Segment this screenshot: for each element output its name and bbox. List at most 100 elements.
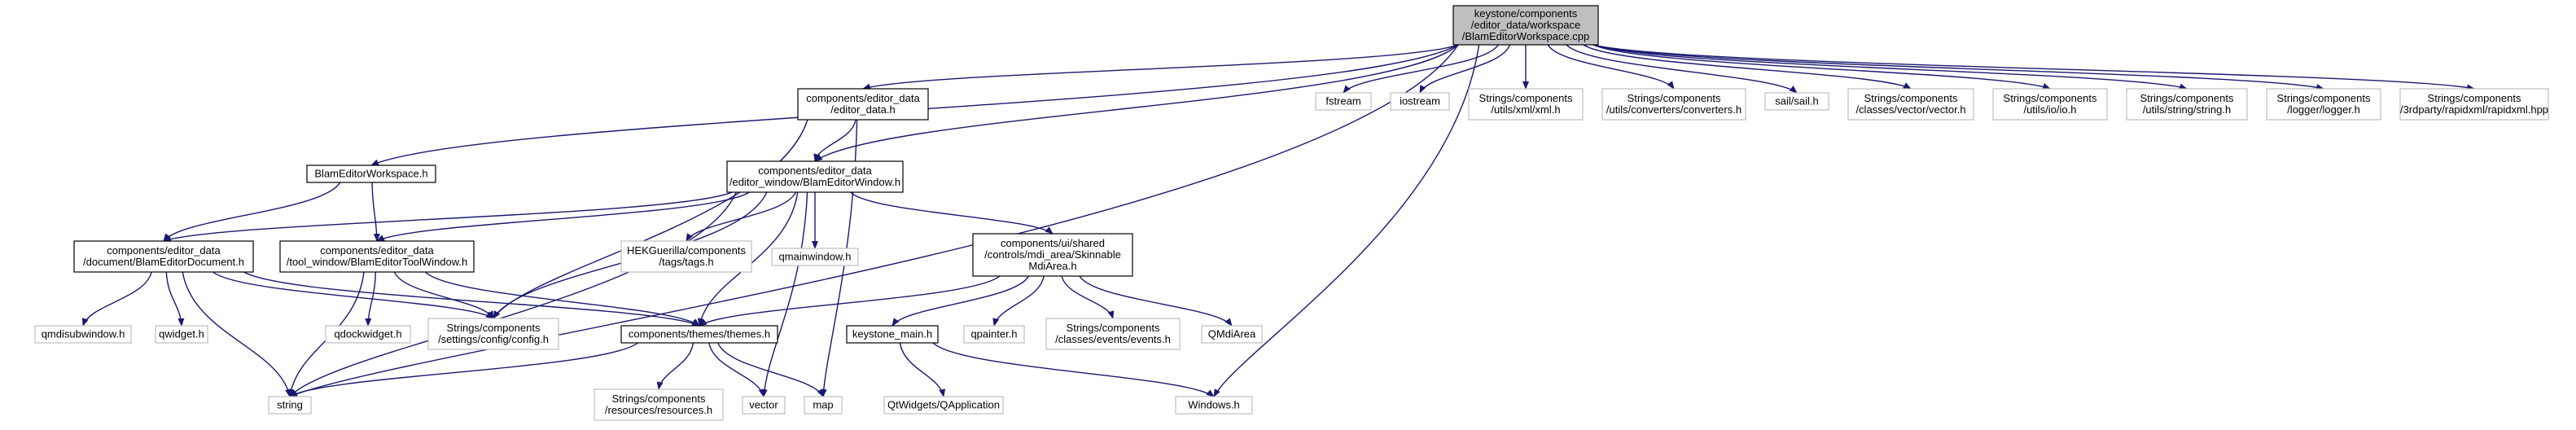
- node-editor_data[interactable]: components/editor_data/editor_data.h: [797, 88, 929, 121]
- node-tool_window[interactable]: components/editor_data/tool_window/BlamE…: [279, 240, 475, 273]
- edge-tool_window-to-config: [393, 271, 494, 319]
- node-string-label-line: string: [277, 399, 303, 411]
- node-qmdiarea-label-line: QMdiArea: [1208, 328, 1256, 340]
- node-string-box: [268, 396, 312, 415]
- node-vector-box: [742, 396, 786, 415]
- node-converters-label-line: Strings/components: [1628, 92, 1721, 104]
- node-iostream-label-line: iostream: [1400, 95, 1440, 108]
- node-qpainter: qpainter.h: [963, 325, 1025, 344]
- node-blam_workspace-label-line: BlamEditorWorkspace.h: [314, 168, 427, 180]
- node-qmdisubwindow: qmdisubwindow.h: [34, 325, 132, 344]
- node-themes[interactable]: components/themes/themes.h: [620, 325, 778, 344]
- node-blam_workspace[interactable]: BlamEditorWorkspace.h: [306, 165, 436, 183]
- edge-editor_document-to-qmdisubwindow: [81, 271, 152, 327]
- edge-root-to-windows: [1213, 44, 1480, 397]
- node-rapidxml: Strings/components/3rdparty/rapidxml/rap…: [2399, 88, 2549, 121]
- node-map-label-line: map: [813, 399, 833, 411]
- node-stringh-label-line: Strings/components: [2140, 92, 2234, 104]
- node-vectorclass-label-line: /classes/vector/vector.h: [1855, 103, 1965, 116]
- node-keystone_main-box: [846, 325, 939, 344]
- node-converters-box: [1601, 88, 1746, 121]
- node-events: Strings/components/classes/events/events…: [1045, 318, 1181, 350]
- node-map: map: [804, 396, 843, 415]
- node-qmdisubwindow-box: [34, 325, 132, 344]
- edge-editor_window-to-tags: [686, 191, 796, 242]
- node-root-box: [1452, 5, 1599, 46]
- edge-editor_data-to-editor_window: [813, 119, 856, 162]
- node-config-label-line: Strings/components: [447, 322, 541, 334]
- node-qmdiarea-box: [1201, 325, 1263, 344]
- edge-mdi_area-to-events: [1061, 275, 1115, 319]
- node-io: Strings/components/utils/io/io.h: [1992, 88, 2108, 121]
- node-config: Strings/components/settings/config/confi…: [427, 318, 559, 350]
- node-xml-label-line: Strings/components: [1479, 92, 1573, 104]
- node-sail-label-line: sail/sail.h: [1775, 95, 1818, 108]
- edge-themes-to-string: [289, 342, 638, 397]
- edge-root-to-converters: [1547, 44, 1675, 90]
- node-xml: Strings/components/utils/xml/xml.h: [1468, 88, 1584, 121]
- node-qmdiarea: QMdiArea: [1201, 325, 1263, 344]
- node-themes-label-line: components/themes/themes.h: [629, 328, 770, 340]
- node-tool_window-box: [279, 240, 475, 273]
- node-editor_window-box: [726, 160, 904, 193]
- edge-tool_window-to-themes: [424, 271, 700, 327]
- node-rapidxml-box: [2399, 88, 2549, 121]
- node-mdi_area[interactable]: components/ui/shared/controls/mdi_area/S…: [972, 233, 1133, 277]
- node-vectorclass-label-line: Strings/components: [1864, 92, 1958, 104]
- node-resources-box: [594, 388, 724, 421]
- node-editor_window[interactable]: components/editor_data/editor_window/Bla…: [726, 160, 904, 193]
- node-resources: Strings/components/resources/resources.h: [594, 388, 724, 421]
- node-logger: Strings/components/logger/logger.h: [2266, 88, 2381, 121]
- node-qmainwindow-label-line: qmainwindow.h: [779, 251, 852, 263]
- edge-mdi_area-to-keystone_main: [892, 275, 1030, 327]
- node-sail: sail/sail.h: [1764, 92, 1829, 111]
- node-editor_document[interactable]: components/editor_data/document/BlamEdit…: [73, 240, 254, 273]
- node-editor_data-label-line: /editor_data.h: [830, 103, 896, 116]
- node-map-box: [804, 396, 843, 415]
- node-qmainwindow: qmainwindow.h: [771, 248, 859, 266]
- edge-root-to-io: [1592, 44, 2051, 90]
- node-qpainter-label-line: qpainter.h: [970, 328, 1017, 340]
- node-vector-label-line: vector: [749, 399, 778, 411]
- node-windows-box: [1175, 396, 1253, 415]
- node-editor_document-box: [73, 240, 254, 273]
- node-vectorclass: Strings/components/classes/vector/vector…: [1847, 88, 1974, 121]
- edges-layer: [81, 44, 2475, 397]
- node-stringh-box: [2126, 88, 2248, 121]
- node-tool_window-label-line: /tool_window/BlamEditorToolWindow.h: [287, 256, 468, 268]
- node-tags-box: [620, 240, 752, 273]
- edge-editor_window-to-tool_window: [376, 191, 750, 242]
- edge-root-to-iostream: [1419, 44, 1511, 94]
- node-sail-box: [1764, 92, 1829, 111]
- node-io-label-line: Strings/components: [2004, 92, 2097, 104]
- node-mdi_area-label-line: components/ui/shared: [1001, 237, 1105, 249]
- node-root-label-line: /editor_data/workspace: [1471, 19, 1580, 31]
- node-root-label-line: keystone/components: [1474, 7, 1578, 20]
- node-config-label-line: /settings/config/config.h: [438, 333, 549, 345]
- node-string: string: [268, 396, 312, 415]
- node-mdi_area-box: [972, 233, 1133, 277]
- edge-themes-to-resources: [656, 342, 694, 390]
- node-blam_workspace-box: [306, 165, 436, 183]
- edge-mdi_area-to-qmdiarea: [1079, 275, 1233, 327]
- node-rapidxml-label-line: /3rdparty/rapidxml/rapidxml.hpp: [2400, 103, 2548, 116]
- node-fstream-box: [1315, 92, 1372, 111]
- node-editor_data-label-line: components/editor_data: [806, 92, 920, 104]
- node-windows-label-line: Windows.h: [1188, 399, 1240, 411]
- node-root-label-line: /BlamEditorWorkspace.cpp: [1462, 30, 1590, 42]
- node-qpainter-box: [963, 325, 1025, 344]
- node-io-label-line: /utils/io/io.h: [2023, 103, 2076, 116]
- edge-editor_document-to-string: [182, 271, 291, 397]
- node-tags: HEKGuerilla/components/tags/tags.h: [620, 240, 752, 273]
- node-rapidxml-label-line: Strings/components: [2428, 92, 2521, 104]
- node-vectorclass-box: [1847, 88, 1974, 121]
- node-xml-label-line: /utils/xml/xml.h: [1491, 103, 1560, 116]
- node-qwidget: qwidget.h: [155, 325, 208, 344]
- node-qwidget-box: [155, 325, 208, 344]
- node-keystone_main[interactable]: keystone_main.h: [846, 325, 939, 344]
- node-qdockwidget: qdockwidget.h: [325, 325, 411, 344]
- nodes-layer: keystone/components/editor_data/workspac…: [34, 5, 2549, 421]
- edge-keystone_main-to-qapplication: [899, 342, 946, 397]
- node-converters-label-line: /utils/converters/converters.h: [1606, 103, 1741, 116]
- node-tags-label-line: HEKGuerilla/components: [627, 244, 746, 257]
